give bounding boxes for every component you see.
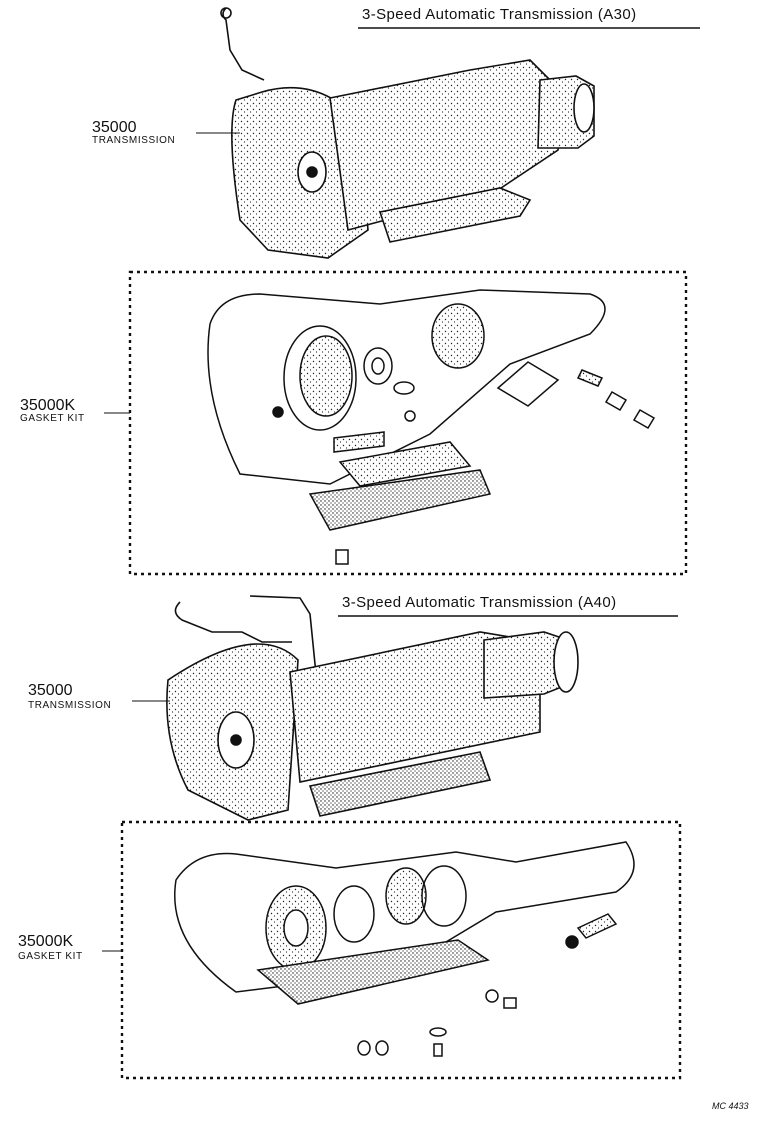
gasket-kit-a30-frame [128,270,688,576]
part-name-a30-transmission: TRANSMISSION [92,135,176,146]
part-name-a40-transmission: TRANSMISSION [28,700,112,711]
transmission-a30-illustration [220,7,595,259]
gasket-kit-a40-illustration [174,841,635,1057]
part-name-a40-gasket-kit: GASKET KIT [18,951,83,962]
part-number-a40-gasket-kit: 35000K [18,933,74,950]
transmission-a40-illustration [166,595,579,821]
gasket-kit-a40-frame [120,820,682,1080]
part-name-a30-gasket-kit: GASKET KIT [20,413,85,424]
part-number-a40-transmission: 35000 [28,682,73,699]
part-number-a30-transmission: 35000 [92,119,137,136]
part-number-a30-gasket-kit: 35000K [20,397,76,414]
section-title-a40: 3-Speed Automatic Transmission (A40) [342,594,617,611]
illustration-code: MC 4433 [712,1101,749,1111]
gasket-kit-a30-illustration [207,289,656,565]
section-title-a30: 3-Speed Automatic Transmission (A30) [362,6,637,23]
